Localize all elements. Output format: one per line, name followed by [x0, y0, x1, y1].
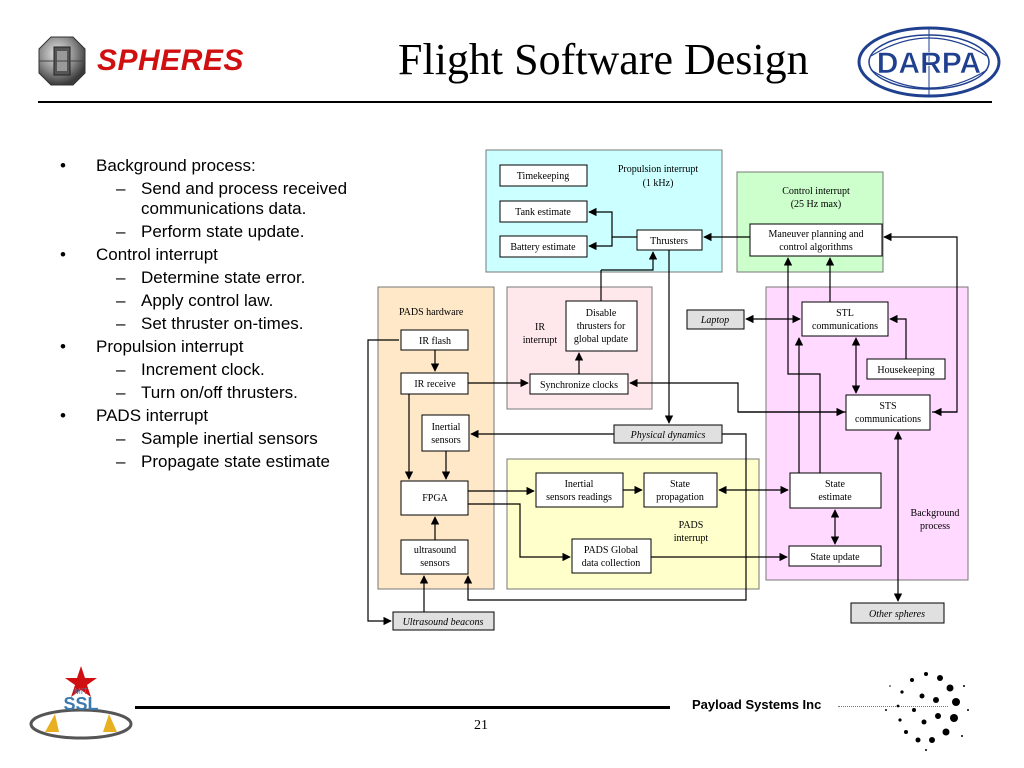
pads-hardware-label: PADS hardware [399, 307, 464, 318]
sub-bullet: –Turn on/off thrusters. [116, 383, 298, 402]
pads-global-box [571, 538, 652, 574]
battery-estimate-label: Battery estimate [510, 242, 576, 253]
bullet-control: •Control interrupt [60, 245, 218, 264]
ultrasound-sensors-label: ultrasound [414, 545, 456, 556]
maneuver-planning-label: control algorithms [779, 242, 853, 253]
footer-divider [135, 706, 670, 709]
sts-communications-box [845, 394, 931, 431]
spheres-satellite-icon [38, 36, 86, 86]
sts-communications-label: STS [879, 401, 896, 412]
housekeeping-label: Housekeeping [877, 365, 934, 376]
inertial-readings-label: Inertial [565, 479, 594, 490]
fpga-label: FPGA [422, 493, 448, 504]
timekeeping-box [499, 164, 588, 187]
pads-global-label: PADS Global [584, 545, 639, 556]
inertial-sensors-label: sensors [431, 435, 461, 446]
maneuver-planning-label: Maneuver planning and [769, 229, 864, 240]
mit-ssl-logo: SSL MIT [29, 666, 133, 740]
slide-title: Flight Software Design [398, 35, 809, 84]
bullet-background: •Background process: [60, 156, 256, 175]
disable-thrusters-label: Disable [586, 308, 617, 319]
sub-bullet: –Determine state error. [116, 268, 306, 287]
state-propagation-label: propagation [656, 492, 704, 503]
tank-estimate-box [499, 200, 588, 223]
fpga-box [400, 480, 469, 516]
payload-systems-logo [885, 672, 969, 751]
inertial-readings-box [535, 472, 624, 508]
state-estimate-label: estimate [818, 492, 852, 503]
ultrasound-beacons-label: Ultrasound beacons [403, 617, 484, 628]
inertial-readings-label: sensors readings [546, 492, 612, 503]
state-estimate-box [789, 472, 882, 509]
stl-communications-label: STL [836, 308, 854, 319]
state-propagation-label: State [670, 479, 691, 490]
sub-bullet: –Increment clock. [116, 360, 265, 379]
ir-flash-label: IR flash [419, 336, 451, 347]
darpa-logo: DARPA [857, 26, 1001, 98]
pads-interrupt-label: PADS [679, 520, 704, 531]
sub-bullet: –Apply control law. [116, 291, 274, 310]
ultrasound-sensors-label: sensors [420, 558, 450, 569]
state-update-label: State update [810, 552, 860, 563]
other-spheres-label: Other spheres [869, 609, 925, 620]
state-propagation-box [643, 472, 718, 508]
synchronize-clocks-label: Synchronize clocks [540, 380, 618, 391]
ir-interrupt-label: IR [535, 322, 545, 333]
maneuver-planning-box [749, 223, 883, 257]
background-process-label: Background [911, 508, 960, 519]
footer-dotted-line [838, 706, 948, 707]
timekeeping-label: Timekeeping [517, 171, 569, 182]
company-name: Payload Systems Inc [692, 697, 822, 712]
page-number: 21 [474, 718, 488, 733]
laptop-box [686, 309, 745, 330]
ir-receive-label: IR receive [414, 379, 456, 390]
mit-logo-text: MIT [74, 687, 88, 696]
spheres-brand: SPHERES [97, 44, 244, 77]
sub-bullet: –Sample inertial sensors [116, 429, 318, 448]
disable-thrusters-label: thrusters for [577, 321, 626, 332]
bullet-propulsion: •Propulsion interrupt [60, 337, 244, 356]
control-rate-label: (25 Hz max) [791, 199, 842, 210]
ultrasound-beacons-box [392, 611, 495, 631]
stl-communications-box [801, 301, 889, 337]
battery-estimate-box [499, 235, 588, 258]
sub-bullet: –Perform state update. [116, 222, 305, 241]
title-divider [38, 101, 992, 103]
state-update-box [788, 545, 882, 567]
disable-thrusters-label: global update [574, 334, 629, 345]
ultrasound-sensors-box [400, 539, 469, 575]
control-region-label: Control interrupt [782, 186, 850, 197]
stl-communications-label: communications [812, 321, 878, 332]
state-estimate-label: State [825, 479, 846, 490]
darpa-logo-text: DARPA [877, 47, 981, 80]
ir-interrupt-label: interrupt [523, 335, 558, 346]
bullet-list: •Background process: –Send and process r… [56, 156, 376, 475]
sub-bullet: –Propagate state estimate [116, 452, 331, 471]
bullet-pads: •PADS interrupt [60, 406, 209, 425]
inertial-sensors-label: Inertial [432, 422, 461, 433]
physical-dynamics-label: Physical dynamics [630, 430, 706, 441]
tank-estimate-label: Tank estimate [515, 207, 571, 218]
mit-ssl-logo-text: SSL [63, 694, 98, 714]
laptop-label: Laptop [700, 315, 729, 326]
sub-bullet: –Send and process received communication… [116, 179, 348, 218]
pads-interrupt-label: interrupt [674, 533, 709, 544]
propulsion-rate-label: (1 kHz) [643, 178, 674, 189]
connector-lines [367, 207, 958, 626]
thrusters-label: Thrusters [650, 236, 688, 247]
propulsion-region-label: Propulsion interrupt [618, 164, 698, 175]
other-spheres-box [850, 602, 945, 624]
sts-communications-label: communications [855, 414, 921, 425]
background-process-label: process [920, 521, 950, 532]
inertial-sensors-box [421, 414, 470, 452]
sub-bullet: –Set thruster on-times. [116, 314, 304, 333]
pads-global-label: data collection [582, 558, 641, 569]
